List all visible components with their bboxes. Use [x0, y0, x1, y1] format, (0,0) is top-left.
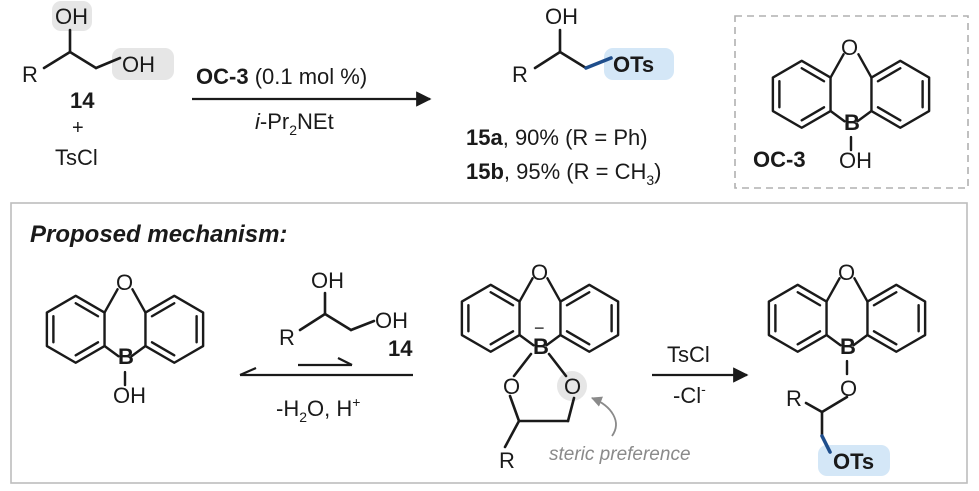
substrate-id: 14 — [70, 88, 95, 113]
substrate-r: R — [22, 62, 38, 87]
catalyst-b: B — [844, 110, 860, 135]
mechanism-frame — [10, 202, 968, 484]
equilibrium-arrows — [239, 357, 413, 377]
ots-highlight — [604, 48, 674, 80]
mechanism-box: Proposed mechanism: O B OH — [10, 202, 968, 484]
prod-ots: OTs — [833, 449, 874, 474]
substrate-oh-1: OH — [55, 4, 88, 29]
steric-arrow — [590, 396, 617, 437]
reagent-tscl: TsCl — [55, 145, 98, 170]
diol-id: 14 — [388, 336, 413, 361]
product-oh: OH — [545, 4, 578, 29]
product-15: OH OTs R 15a, 90% (R = Ph) 15b, 95% (R =… — [466, 4, 674, 188]
product-ots: OTs — [613, 52, 654, 77]
o-highlight — [557, 371, 587, 401]
ots-highlight — [818, 445, 890, 476]
ate-charge: − — [534, 318, 545, 338]
ate-o1: O — [503, 374, 520, 399]
substrate-14: OH OH R 14 + TsCl — [22, 1, 174, 170]
dioxaborolane-ring — [503, 352, 576, 449]
steric-preference: steric preference — [549, 444, 691, 465]
ate-complex — [460, 277, 620, 353]
prod-o: O — [838, 260, 855, 285]
prod-o2: O — [840, 376, 857, 401]
mech-catalyst-b: B — [118, 344, 134, 369]
catalyst-o: O — [841, 35, 858, 60]
diol-r: R — [279, 325, 295, 350]
reaction-conditions: OC-3 (0.1 mol %) i-Pr2NEt — [192, 64, 432, 138]
ots-bond — [820, 434, 832, 454]
oxaborin-structure — [771, 53, 931, 152]
mechanism-catalyst — [45, 288, 205, 387]
mechanism-title: Proposed mechanism: — [30, 221, 287, 248]
catalyst-oh: OH — [839, 148, 872, 173]
base-condition: i-Pr2NEt — [255, 109, 334, 138]
oh-highlight — [112, 48, 174, 80]
mechanism-diol: OH OH R 14 — [279, 268, 413, 361]
diol-oh-2: OH — [375, 308, 408, 333]
mech-catalyst-o: O — [116, 270, 133, 295]
plus-sign: + — [72, 117, 84, 139]
mech-catalyst-oh: OH — [113, 383, 146, 408]
product-15b: 15b, 95% (R = CH3) — [466, 159, 661, 188]
step-byproduct: -Cl- — [673, 381, 706, 408]
mechanism-product — [767, 277, 927, 376]
product-chain — [804, 395, 849, 438]
ate-o2: O — [564, 374, 581, 399]
product-15a: 15a, 90% (R = Ph) — [466, 125, 648, 150]
catalyst-condition: OC-3 (0.1 mol %) — [196, 64, 367, 89]
catalyst-label: OC-3 — [753, 147, 806, 172]
ate-o: O — [531, 260, 548, 285]
prod-b: B — [840, 334, 856, 359]
ate-r: R — [499, 448, 515, 473]
catalyst-oc3-box: O B OH OC-3 — [734, 15, 969, 189]
step-reagent: TsCl — [667, 342, 710, 367]
oh-highlight — [52, 1, 92, 31]
ots-bond — [584, 56, 613, 70]
diol-oh-1: OH — [311, 268, 344, 293]
equilibrium-below: -H2O, H+ — [276, 394, 360, 425]
ate-b: B — [533, 334, 549, 359]
product-r: R — [512, 62, 528, 87]
dashed-frame — [734, 15, 969, 189]
substrate-oh-2: OH — [122, 52, 155, 77]
prod-r: R — [786, 386, 802, 411]
